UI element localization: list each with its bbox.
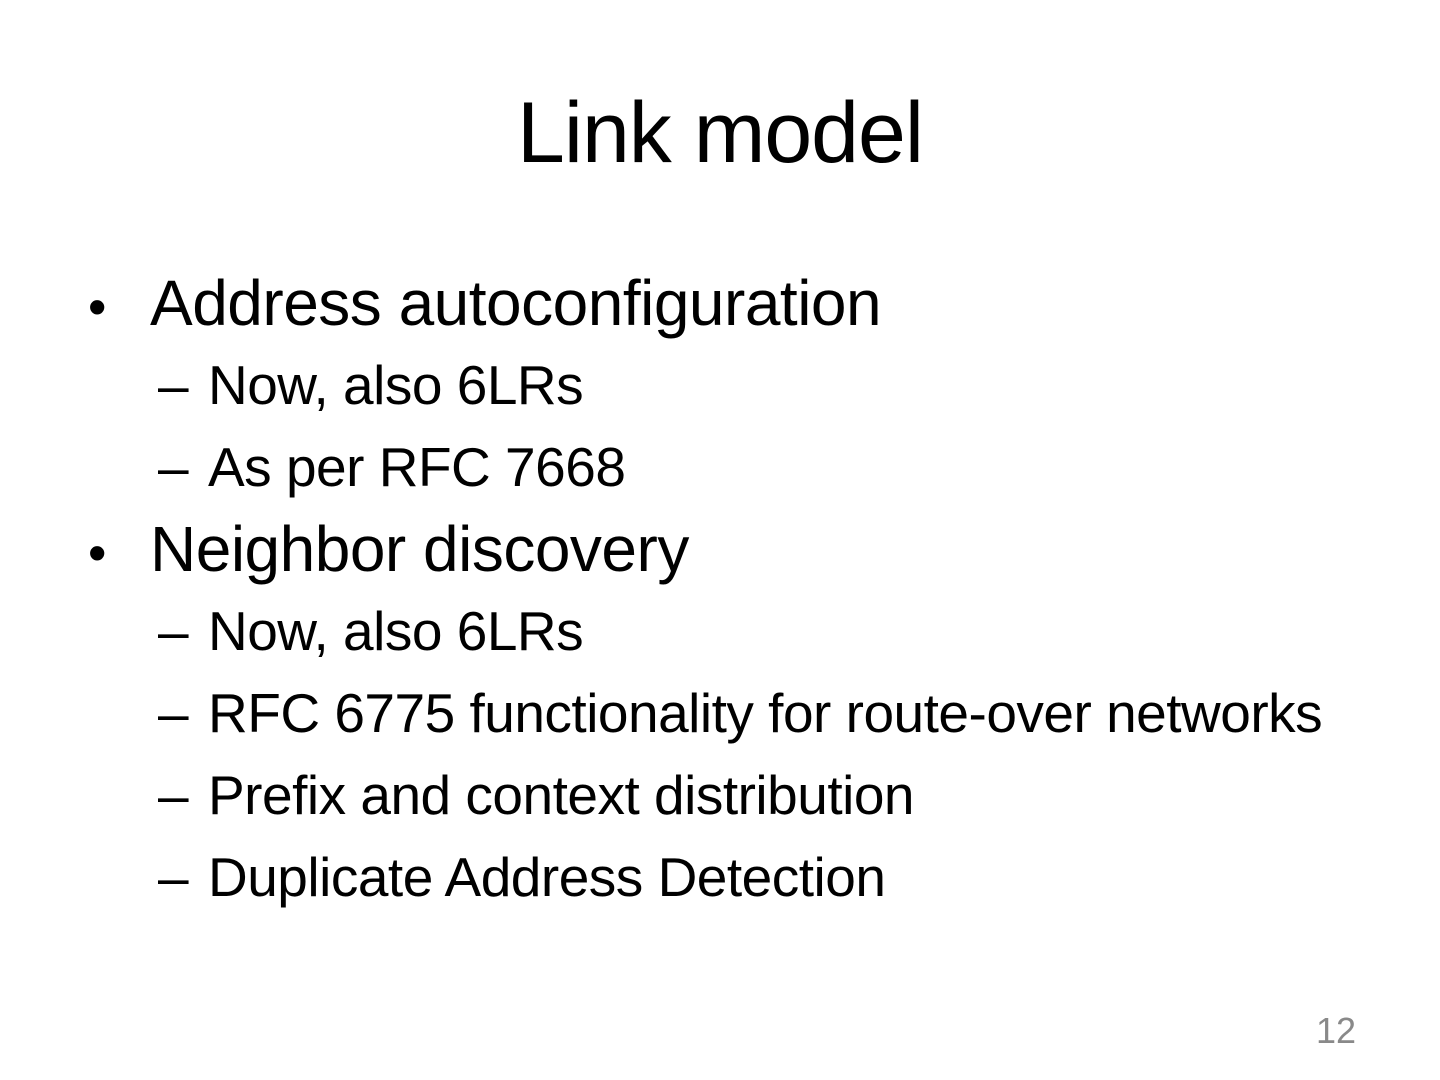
bullet-dot-icon: • xyxy=(88,524,107,583)
sub-bullet-text: As per RFC 7668 xyxy=(208,436,626,498)
bullet-list: • Address autoconfiguration – Now, also … xyxy=(88,262,1418,918)
sub-bullet-text: Duplicate Address Detection xyxy=(208,846,886,908)
dash-icon: – xyxy=(158,436,189,498)
bullet-dot-icon: • xyxy=(88,278,107,337)
dash-icon: – xyxy=(158,764,189,826)
dash-icon: – xyxy=(158,682,189,744)
sub-bullet-item: – Prefix and context distribution xyxy=(88,754,1418,836)
bullet-text: Address autoconfiguration xyxy=(150,267,882,339)
dash-icon: – xyxy=(158,846,189,908)
page-number: 12 xyxy=(1315,1010,1356,1051)
dash-icon: – xyxy=(158,354,189,416)
sub-bullet-text: Now, also 6LRs xyxy=(208,600,584,662)
sub-bullet-text: Prefix and context distribution xyxy=(208,764,915,826)
sub-bullet-item: – Now, also 6LRs xyxy=(88,344,1418,426)
bullet-item: • Neighbor discovery xyxy=(88,508,1418,590)
bullet-item: • Address autoconfiguration xyxy=(88,262,1418,344)
sub-bullet-item: – RFC 6775 functionality for route-over … xyxy=(88,672,1418,754)
sub-bullet-text: Now, also 6LRs xyxy=(208,354,584,416)
bullet-text: Neighbor discovery xyxy=(150,513,689,585)
sub-bullet-item: – Now, also 6LRs xyxy=(88,590,1418,672)
dash-icon: – xyxy=(158,600,189,662)
sub-bullet-text: RFC 6775 functionality for route-over ne… xyxy=(208,682,1323,744)
sub-bullet-item: – As per RFC 7668 xyxy=(88,426,1418,508)
sub-bullet-item: – Duplicate Address Detection xyxy=(88,836,1418,918)
slide-title: Link model xyxy=(517,85,924,181)
